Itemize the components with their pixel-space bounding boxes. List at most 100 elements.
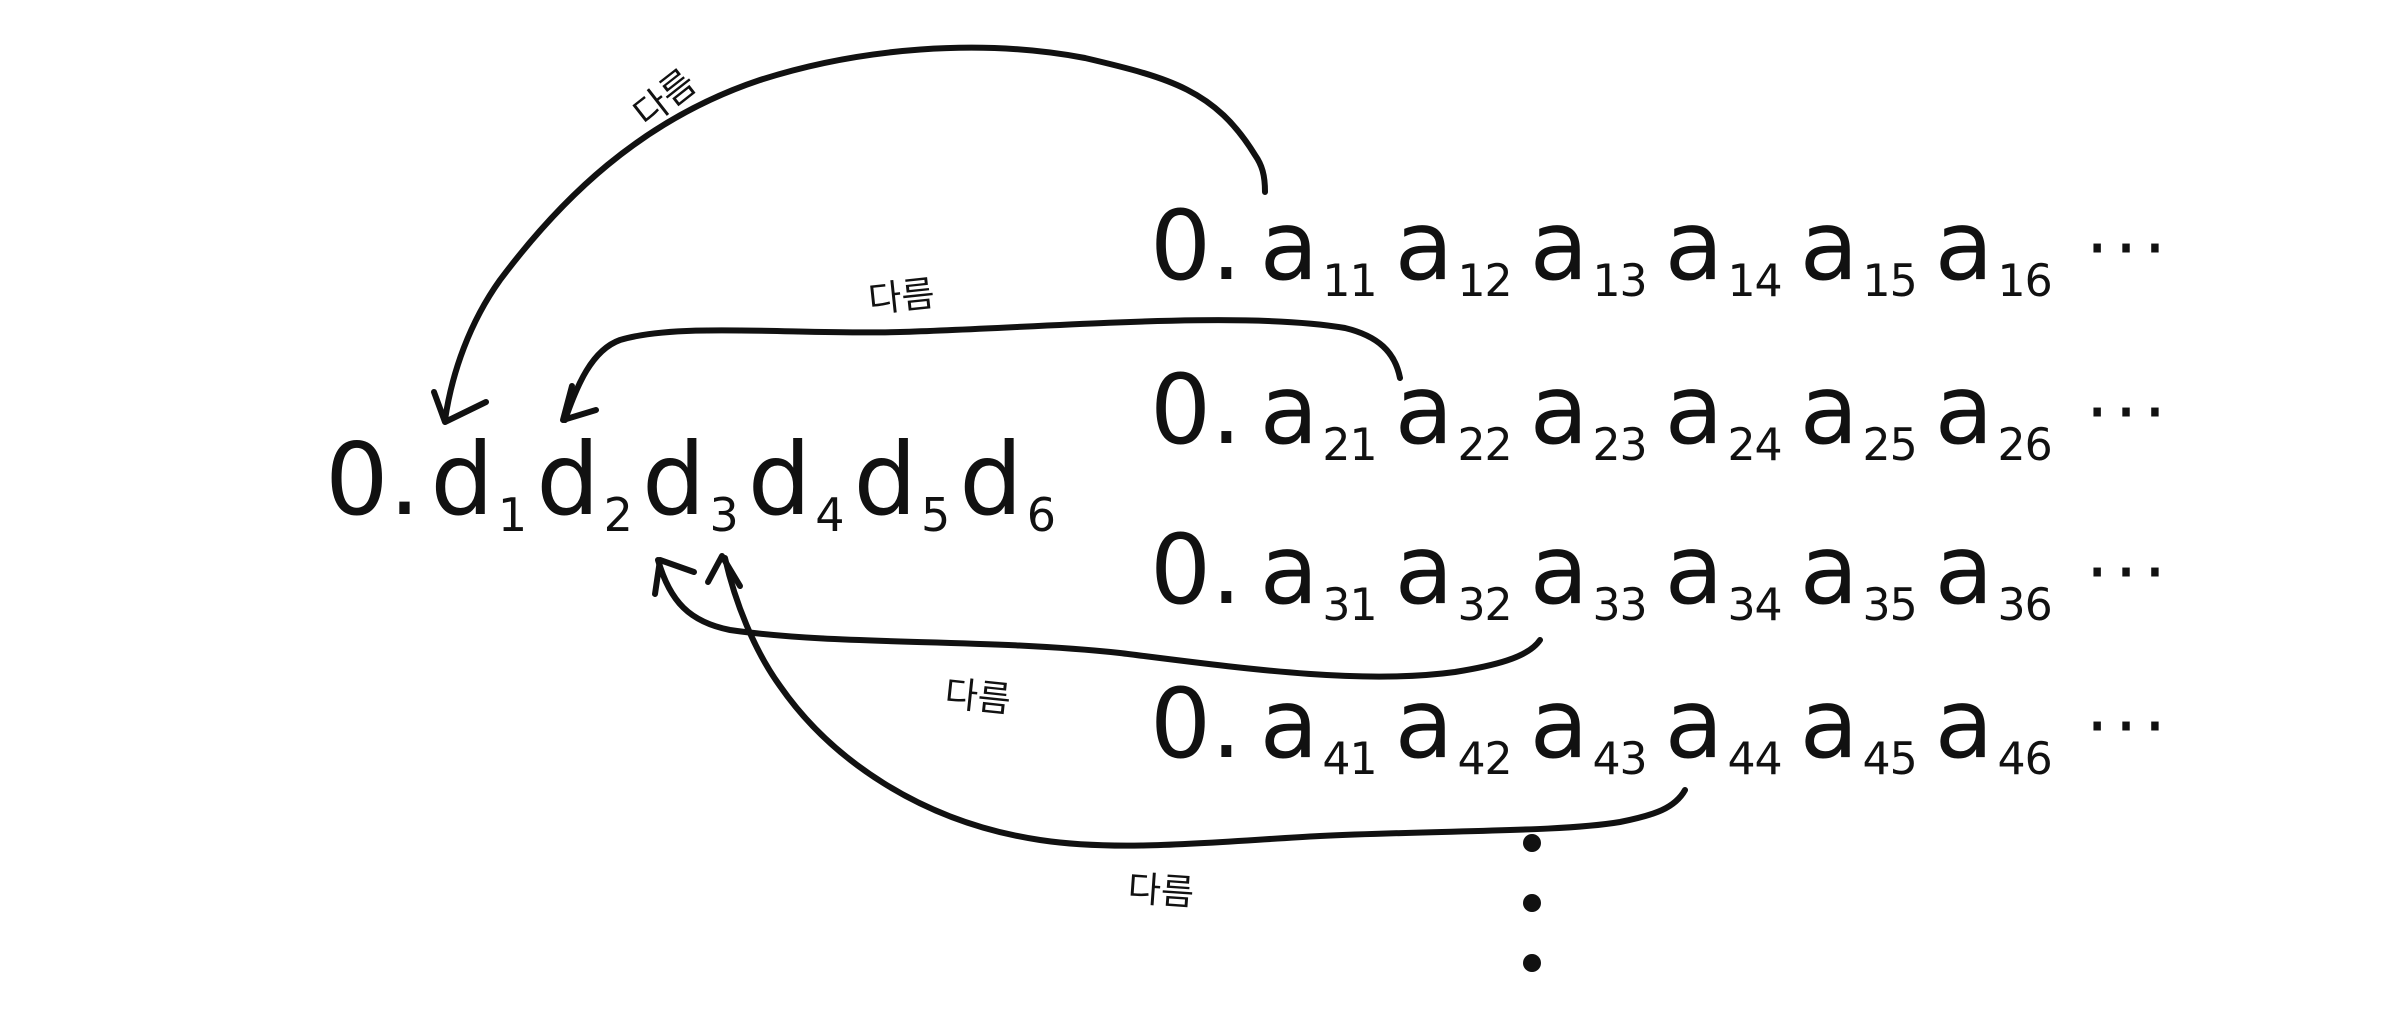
row-digit-base: a bbox=[1394, 190, 1454, 302]
row-prefix: 0. bbox=[1150, 514, 1242, 626]
row-digit: a33 bbox=[1530, 522, 1648, 627]
arrow-head-d4 bbox=[705, 553, 743, 589]
row-digit-sub: 35 bbox=[1862, 579, 1917, 631]
row-digit-base: a bbox=[1664, 514, 1724, 626]
target-digit-sub: 6 bbox=[1026, 488, 1056, 543]
row-digit: a11 bbox=[1260, 198, 1378, 303]
row-digit: a16 bbox=[1935, 198, 2053, 303]
row-digit: a31 bbox=[1260, 522, 1378, 627]
row-digit-base: a bbox=[1799, 668, 1859, 780]
row-digit: a45 bbox=[1800, 676, 1918, 781]
arrow-label-3: 다름 bbox=[942, 673, 1013, 722]
row-prefix: 0. bbox=[1150, 354, 1242, 466]
row-digit-base: a bbox=[1259, 354, 1319, 466]
row-digit-base: a bbox=[1934, 514, 1994, 626]
row-ellipsis: ··· bbox=[2085, 370, 2173, 455]
row-digit: a46 bbox=[1935, 676, 2053, 781]
arrow-label-2: 다름 bbox=[866, 273, 937, 322]
target-digit-3: d3 bbox=[642, 430, 739, 539]
row-digit: a15 bbox=[1800, 198, 1918, 303]
row-digit: a23 bbox=[1530, 362, 1648, 467]
row-ellipsis: ··· bbox=[2085, 530, 2173, 615]
arrow-a22-to-d2 bbox=[562, 317, 1403, 423]
target-digit-sub: 1 bbox=[497, 488, 527, 543]
row-digit: a41 bbox=[1260, 676, 1378, 781]
row-digit-base: a bbox=[1664, 354, 1724, 466]
row-digit-sub: 33 bbox=[1592, 579, 1647, 631]
row-digit: a36 bbox=[1935, 522, 2053, 627]
target-digit-6: d6 bbox=[959, 430, 1056, 539]
row-digit: a34 bbox=[1665, 522, 1783, 627]
target-prefix: 0. bbox=[325, 421, 421, 538]
row-digit-base: a bbox=[1259, 190, 1319, 302]
target-digit-2: d2 bbox=[536, 430, 633, 539]
row-digit-base: a bbox=[1934, 190, 1994, 302]
row-digit-base: a bbox=[1259, 514, 1319, 626]
target-digit-4: d4 bbox=[748, 430, 845, 539]
target-digit-sub: 3 bbox=[709, 488, 738, 543]
target-digit-base: d bbox=[747, 421, 812, 538]
target-digit-base: d bbox=[853, 421, 917, 538]
row-digit: a13 bbox=[1530, 198, 1648, 303]
row-digit: a21 bbox=[1260, 362, 1378, 467]
row-digit: a26 bbox=[1935, 362, 2053, 467]
row-digit-sub: 42 bbox=[1457, 733, 1512, 785]
row-digit-sub: 31 bbox=[1322, 579, 1377, 631]
row-digit-base: a bbox=[1259, 668, 1319, 780]
row-digit-sub: 46 bbox=[1997, 733, 2053, 785]
row-digit-sub: 15 bbox=[1862, 255, 1917, 307]
row-digit-sub: 45 bbox=[1862, 733, 1917, 785]
row-digit-sub: 22 bbox=[1457, 419, 1512, 471]
row-digit: a43 bbox=[1530, 676, 1648, 781]
row-digit-base: a bbox=[1529, 668, 1589, 780]
row-digit-sub: 44 bbox=[1727, 733, 1782, 785]
target-digit-base: d bbox=[641, 421, 706, 538]
row-digit-sub: 21 bbox=[1322, 419, 1377, 471]
row-digit-sub: 32 bbox=[1457, 579, 1512, 631]
row-digit-base: a bbox=[1799, 354, 1859, 466]
target-digit-base: d bbox=[430, 421, 494, 538]
row-digit-base: a bbox=[1394, 354, 1454, 466]
vertical-ellipsis-dot bbox=[1523, 894, 1541, 912]
row-digit: a25 bbox=[1800, 362, 1918, 467]
row-digit-sub: 34 bbox=[1727, 579, 1782, 631]
target-digit-sub: 5 bbox=[920, 488, 950, 543]
arrow-label-4: 다름 bbox=[1126, 868, 1196, 915]
row-digit: a32 bbox=[1395, 522, 1513, 627]
row-ellipsis: ··· bbox=[2085, 206, 2173, 291]
row-digit-base: a bbox=[1529, 354, 1589, 466]
row-digit-sub: 26 bbox=[1997, 419, 2053, 471]
row-digit: a42 bbox=[1395, 676, 1513, 781]
row-digit-sub: 24 bbox=[1727, 419, 1782, 471]
row-digit-base: a bbox=[1934, 668, 1994, 780]
row-digit-base: a bbox=[1394, 668, 1454, 780]
row-digit: a14 bbox=[1665, 198, 1783, 303]
target-digit-base: d bbox=[959, 421, 1023, 538]
row-digit-sub: 13 bbox=[1592, 255, 1647, 307]
vertical-ellipsis-dot bbox=[1523, 954, 1541, 972]
arrow-a44-to-d4 bbox=[722, 555, 1688, 849]
arrow-head-d1 bbox=[431, 389, 489, 425]
row-prefix: 0. bbox=[1150, 668, 1242, 780]
row-prefix: 0. bbox=[1150, 190, 1242, 302]
row-digit-base: a bbox=[1529, 190, 1589, 302]
target-digit-sub: 4 bbox=[815, 488, 844, 543]
row-digit-sub: 16 bbox=[1997, 255, 2053, 307]
row-digit-sub: 41 bbox=[1322, 733, 1377, 785]
target-digit-1: d1 bbox=[430, 430, 527, 539]
arrow-head-d2 bbox=[560, 383, 599, 423]
row-digit-base: a bbox=[1529, 514, 1589, 626]
row-digit-base: a bbox=[1799, 514, 1859, 626]
row-digit-sub: 12 bbox=[1457, 255, 1512, 307]
row-digit-base: a bbox=[1934, 354, 1994, 466]
target-digit-5: d5 bbox=[853, 430, 950, 539]
row-digit-sub: 43 bbox=[1592, 733, 1647, 785]
target-digit-sub: 2 bbox=[603, 488, 633, 543]
row-digit-base: a bbox=[1799, 190, 1859, 302]
